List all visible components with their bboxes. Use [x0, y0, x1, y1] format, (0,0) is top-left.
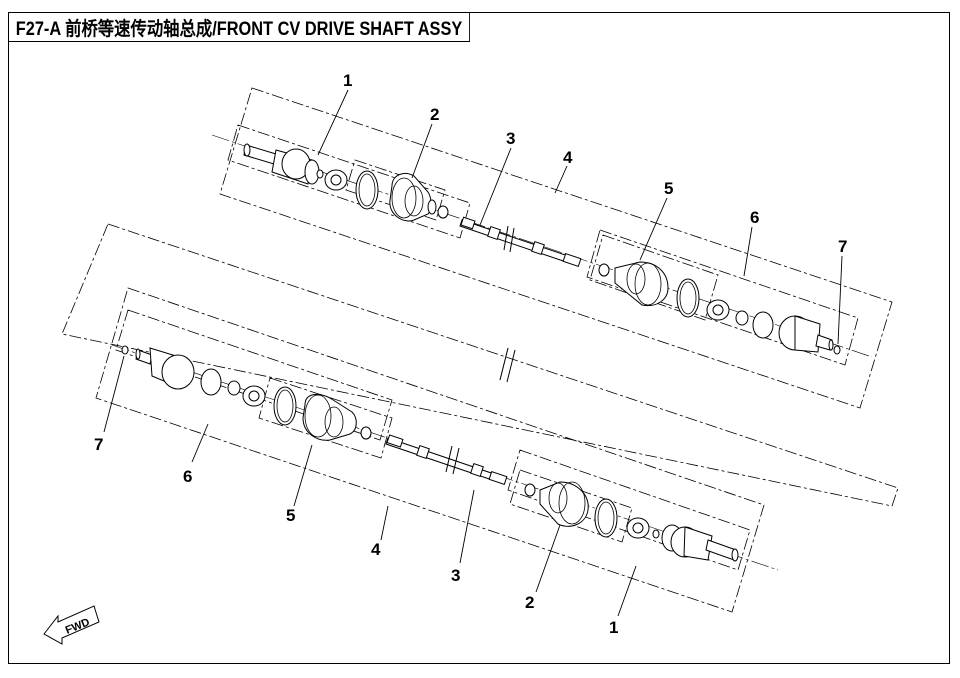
- lower-inner-ring: [200, 368, 222, 396]
- pair-connecting-box: [61, 223, 899, 507]
- upper-assembly-box: [219, 87, 893, 409]
- lower-callout-1: 1: [609, 618, 618, 637]
- lower-assembly-box: [95, 287, 765, 613]
- forward-direction-arrow-icon: FWD: [43, 605, 100, 645]
- upper-inner-band-ring: [676, 278, 700, 318]
- lower-inner-small-clamp: [360, 426, 372, 440]
- upper-callout-6: 6: [750, 208, 759, 227]
- lower-inner-band-ring: [273, 386, 297, 426]
- lower-callout-7: 7: [94, 435, 103, 454]
- upper-inner-cv-boot: [614, 261, 669, 307]
- lower-cv-boot: [539, 481, 589, 527]
- lower-boot-kit-box-5: [258, 377, 393, 459]
- lower-callout-3: 3: [451, 566, 460, 585]
- upper-band-ring: [355, 170, 379, 210]
- lower-clip: [652, 529, 660, 539]
- upper-inner-ring: [752, 311, 774, 339]
- lower-inner-joint-box: [115, 309, 393, 441]
- upper-callout-7: 7: [838, 237, 847, 256]
- upper-half-shaft: [459, 216, 582, 267]
- upper-callout-1: 1: [343, 71, 352, 90]
- lower-small-clamp: [524, 483, 536, 497]
- lower-callout-2: 2: [525, 593, 534, 612]
- upper-inner-cv-joint: [778, 315, 834, 353]
- lower-shaft-assembly: 7 6 5 4 3 2 1: [94, 287, 779, 637]
- lower-outer-cv-joint: [661, 524, 739, 562]
- lower-callout-4: 4: [371, 540, 381, 559]
- lower-callout-6: 6: [183, 467, 192, 486]
- lower-end-clip-7: [121, 345, 129, 355]
- upper-clip: [316, 169, 324, 179]
- upper-inner-small-clamp: [598, 263, 610, 277]
- lower-inner-bearing-cage: [242, 385, 266, 407]
- break-mark: [499, 347, 516, 383]
- lower-half-shaft: [385, 434, 508, 485]
- diagram-title: F27-A 前桥等速传动轴总成/FRONT CV DRIVE SHAFT ASS…: [8, 12, 470, 42]
- upper-callout-3: 3: [506, 129, 515, 148]
- upper-small-clamp: [437, 205, 449, 219]
- lower-bearing-cage: [626, 517, 650, 539]
- lower-inner-cv-joint: [135, 347, 195, 390]
- upper-boot-kit-box-5: [589, 234, 719, 321]
- upper-outer-cv-joint: [243, 143, 320, 185]
- lower-snap-ring: [227, 380, 241, 396]
- upper-snap-ring: [735, 310, 749, 326]
- lower-band-ring: [594, 498, 618, 538]
- lower-inner-cv-boot: [302, 393, 357, 441]
- upper-callout-5: 5: [664, 179, 673, 198]
- upper-inner-joint-box: [586, 229, 859, 366]
- upper-outer-joint-box: [227, 124, 471, 239]
- upper-callout-4: 4: [563, 148, 573, 167]
- upper-callout-2: 2: [430, 105, 439, 124]
- upper-bearing-cage: [324, 169, 348, 191]
- upper-inner-bearing-cage: [706, 299, 730, 321]
- lower-callout-5: 5: [286, 506, 295, 525]
- upper-cv-boot: [389, 172, 437, 222]
- drawing-frame: [8, 12, 950, 664]
- upper-end-clip-7: [833, 345, 841, 355]
- lower-boot-kit-box-2: [509, 469, 633, 543]
- lower-outer-joint-box: [507, 449, 751, 571]
- upper-shaft-assembly: 1 2 3 4 5 6 7: [211, 71, 893, 409]
